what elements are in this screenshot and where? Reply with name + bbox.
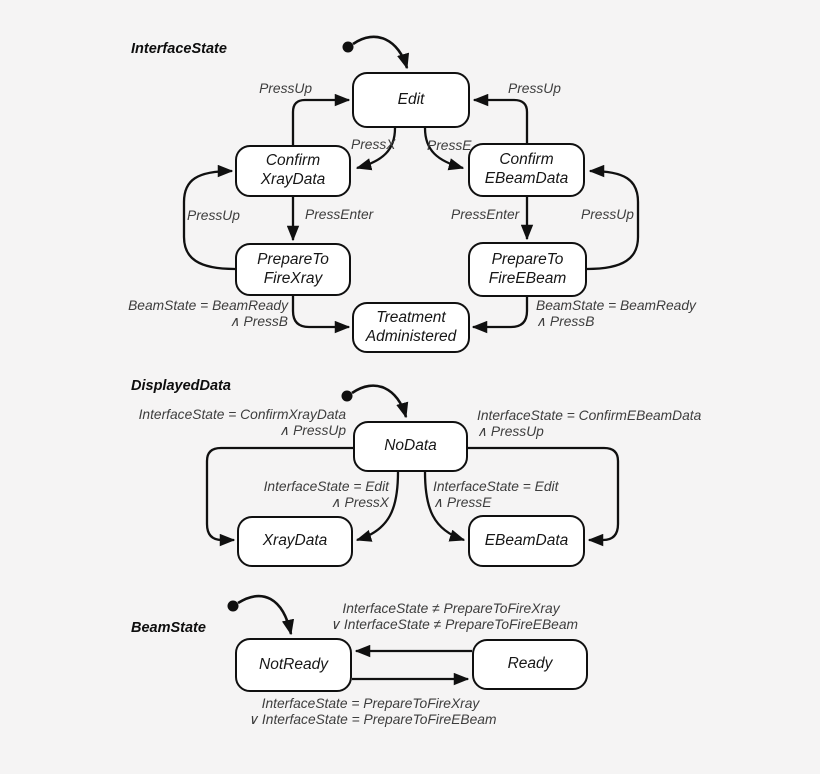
transition-initial-to-nodata: [351, 384, 409, 419]
edge-label-pressx: PressX: [351, 137, 396, 152]
state-label: FireEBeam: [488, 269, 567, 287]
state-label: EBeamData: [484, 170, 569, 187]
transition-prepareebeam-to-confirmebeam: [586, 164, 640, 271]
state-label: NotReady: [259, 655, 328, 673]
transition-nodata-to-ebeamdata-loop: [468, 446, 620, 547]
state-label: PrepareTo: [491, 250, 564, 268]
state-confirm-ebeamdata: Confirm EBeamData: [468, 143, 585, 197]
state-treatment-administered: Treatment Administered: [352, 302, 470, 353]
transition-initial-to-notready: [237, 594, 295, 636]
edge-label-beamready-pressb: BeamState = BeamReady ∧ PressB: [536, 298, 696, 330]
state-edit: Edit: [352, 72, 470, 128]
transition-edit-to-confirmxray: [355, 127, 397, 171]
edge-label-not-preparetofire: InterfaceState ≠ PrepareToFireXray ∨ Int…: [330, 601, 578, 633]
transition-nodata-to-xraydata-loop: [205, 446, 353, 547]
edge-label-pressenter: PressEnter: [305, 207, 374, 222]
state-xraydata: XrayData: [237, 516, 353, 567]
transition-confirmxray-to-edit: [291, 93, 351, 145]
state-label: Confirm: [265, 152, 321, 170]
state-prepareto-fireebeam: PrepareTo FireEBeam: [468, 242, 587, 297]
transition-nodata-to-ebeamdata: [423, 471, 466, 542]
initial-state-dot-interface: [342, 41, 354, 53]
transition-preparexray-to-treatment: [291, 296, 351, 334]
edge-label-pressup: PressUp: [187, 208, 240, 223]
edge-label-beamready-pressb: BeamState = BeamReady ∧ PressB: [128, 298, 288, 330]
edge-label-confirmebeam-pressup: InterfaceState = ConfirmEBeamData ∧ Pres…: [477, 408, 702, 440]
edge-label-pressenter: PressEnter: [451, 207, 520, 222]
edge-label-pressup: PressUp: [581, 207, 634, 222]
edge-label-pressup: PressUp: [508, 81, 561, 96]
state-label: Treatment: [376, 308, 446, 326]
state-label: NoData: [384, 437, 437, 455]
initial-state-dot-beamstate: [227, 600, 239, 612]
state-label: PrepareTo: [257, 250, 329, 268]
state-label: Ready: [507, 655, 553, 673]
state-notready: NotReady: [235, 638, 352, 692]
transition-nodata-to-xraydata: [355, 471, 400, 542]
state-confirm-xraydata: Confirm XrayData: [235, 145, 351, 197]
state-label: XrayData: [262, 532, 328, 550]
state-label: Administered: [365, 327, 457, 345]
state-prepareto-firexray: PrepareTo FireXray: [235, 243, 351, 296]
edge-label-presse: PressE: [427, 138, 472, 153]
state-label: Edit: [397, 90, 425, 108]
state-ready: Ready: [472, 639, 588, 690]
edge-label-edit-presse: InterfaceState = Edit ∧ PressE: [433, 479, 559, 511]
transition-initial-to-edit: [352, 35, 410, 70]
edge-label-edit-pressx: InterfaceState = Edit ∧ PressX: [263, 479, 389, 511]
transition-prepareebeam-to-treatment: [471, 297, 529, 334]
machine-title-beamstate: BeamState: [131, 620, 206, 636]
transition-confirmebeam-to-edit: [472, 93, 529, 143]
state-label: XrayData: [260, 171, 326, 188]
state-label: FireXray: [263, 269, 323, 287]
state-label: Confirm: [499, 151, 554, 169]
transition-edit-to-confirmebeam: [423, 127, 465, 171]
state-label: EBeamData: [484, 531, 569, 549]
edge-label-pressup: PressUp: [259, 81, 312, 96]
state-nodata: NoData: [353, 421, 468, 472]
state-ebeamdata: EBeamData: [468, 515, 585, 567]
machine-title-displayeddata: DisplayedData: [131, 378, 231, 394]
edge-label-preparetofire: InterfaceState = PrepareToFireXray ∨ Int…: [248, 696, 497, 728]
machine-title-interfacestate: InterfaceState: [131, 41, 227, 57]
initial-state-dot-displayeddata: [341, 390, 353, 402]
edge-label-confirmxray-pressup: InterfaceState = ConfirmXrayData ∧ Press…: [138, 407, 346, 439]
transition-preparexray-to-confirmxray: [182, 164, 236, 271]
